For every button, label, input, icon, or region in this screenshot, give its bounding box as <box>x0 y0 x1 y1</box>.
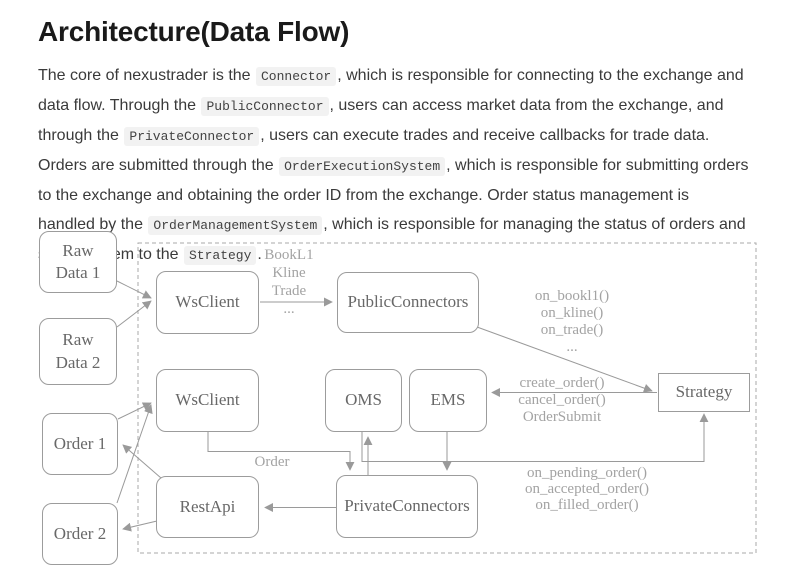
node-label: Strategy <box>675 382 733 402</box>
edge-restapi-order1 <box>122 444 162 479</box>
node-raw-data-2: Raw Data 2 <box>39 318 117 385</box>
node-label: Data 2 <box>55 352 101 372</box>
edge-label-line: create_order() <box>519 375 605 391</box>
edge-rawdata2-wsclient1 <box>116 300 152 328</box>
node-ws-client-1: WsClient <box>156 271 259 334</box>
edge-label-line: on_filled_order() <box>535 497 639 513</box>
node-order-1: Order 1 <box>42 413 118 475</box>
node-label: PrivateConnectors <box>344 496 470 516</box>
edge-label-line: on_trade() <box>540 322 604 338</box>
edge-label-line: BookL1 <box>264 247 314 263</box>
edge-label-line: cancel_order() <box>518 392 606 408</box>
architecture-diagram: Raw Data 1 Raw Data 2 Order 1 Order 2 Ws… <box>0 228 800 582</box>
inline-code-strategy: Strategy <box>183 246 257 266</box>
edge-wsclient2-privateconnectors <box>207 432 355 471</box>
node-label: Order 2 <box>53 523 107 543</box>
node-label: Raw <box>62 240 94 260</box>
inline-code-private-connector: PrivateConnector <box>124 127 260 147</box>
paragraph-text: , which is responsible for connecting to… <box>38 67 744 115</box>
edge-label-line: on_pending_order() <box>527 465 647 481</box>
paragraph-text: , which is responsible for submitting or… <box>38 157 749 234</box>
node-order-2: Order 2 <box>42 503 118 565</box>
node-label: RestApi <box>179 496 236 516</box>
paragraph-text: The core of nexustrader is the <box>38 67 255 85</box>
edge-label-order: Order <box>255 454 290 470</box>
edge-label-line: Kline <box>272 265 306 281</box>
diagram-wires <box>116 242 757 554</box>
node-label: WsClient <box>175 292 240 312</box>
dashed-boundary <box>137 242 757 554</box>
node-private-connectors: PrivateConnectors <box>336 475 478 538</box>
node-oms: OMS <box>325 369 402 432</box>
inline-code-order-execution-system: OrderExecutionSystem <box>279 157 446 177</box>
paragraph-text: . <box>257 246 262 264</box>
node-public-connectors: PublicConnectors <box>337 272 479 333</box>
node-label: Order 1 <box>53 433 107 453</box>
edge-label-line: on_bookl1() <box>534 288 610 304</box>
edge-label-public-to-strategy: on_bookl1() on_kline() on_trade() ... <box>535 288 609 356</box>
edge-rawdata1-wsclient1 <box>116 280 152 299</box>
edge-label-line: ... <box>566 339 578 355</box>
edge-restapi-order2 <box>122 520 158 532</box>
edge-label-strategy-to-ems: create_order() cancel_order() OrderSubmi… <box>518 375 605 426</box>
edge-oms-strategy <box>361 413 709 462</box>
edge-label-ws-to-public: BookL1 Kline Trade ... <box>264 246 313 318</box>
node-raw-data-1: Raw Data 1 <box>39 231 117 293</box>
inline-code-order-management-system: OrderManagementSystem <box>148 216 323 236</box>
edge-label-oms-to-strategy: on_pending_order() on_accepted_order() o… <box>525 465 649 513</box>
page-title: Architecture(Data Flow) <box>38 16 350 47</box>
edge-publicconnectors-strategy <box>476 326 653 393</box>
edge-label-line: Order <box>254 454 290 470</box>
edge-label-line: on_kline() <box>540 305 604 321</box>
edge-label-line: ... <box>283 301 295 317</box>
paragraph-text: , users can execute trades and receive c… <box>38 127 710 175</box>
doc-content: Architecture(Data Flow) The core of nexu… <box>0 0 800 270</box>
node-label: PublicConnectors <box>347 292 469 312</box>
node-label: Data 1 <box>55 263 101 282</box>
node-label: EMS <box>430 390 466 410</box>
edge-label-line: Trade <box>271 283 307 299</box>
node-strategy: Strategy <box>658 373 750 412</box>
inline-code-connector: Connector <box>256 67 337 87</box>
inline-code-public-connector: PublicConnector <box>201 97 329 117</box>
node-ws-client-2: WsClient <box>156 369 259 432</box>
paragraph-text: , users can access market data from the … <box>38 97 724 145</box>
edge-label-line: on_accepted_order() <box>524 481 650 497</box>
edge-order2-wsclient2 <box>116 404 153 504</box>
node-ems: EMS <box>409 369 487 432</box>
edge-order1-wsclient2 <box>117 402 152 420</box>
edge-label-line: OrderSubmit <box>522 409 602 425</box>
node-label: OMS <box>345 390 382 410</box>
node-label: WsClient <box>175 390 240 410</box>
intro-paragraph: The core of nexustrader is the Connector… <box>38 61 750 270</box>
node-rest-api: RestApi <box>156 476 259 538</box>
node-label: Raw <box>62 330 94 350</box>
